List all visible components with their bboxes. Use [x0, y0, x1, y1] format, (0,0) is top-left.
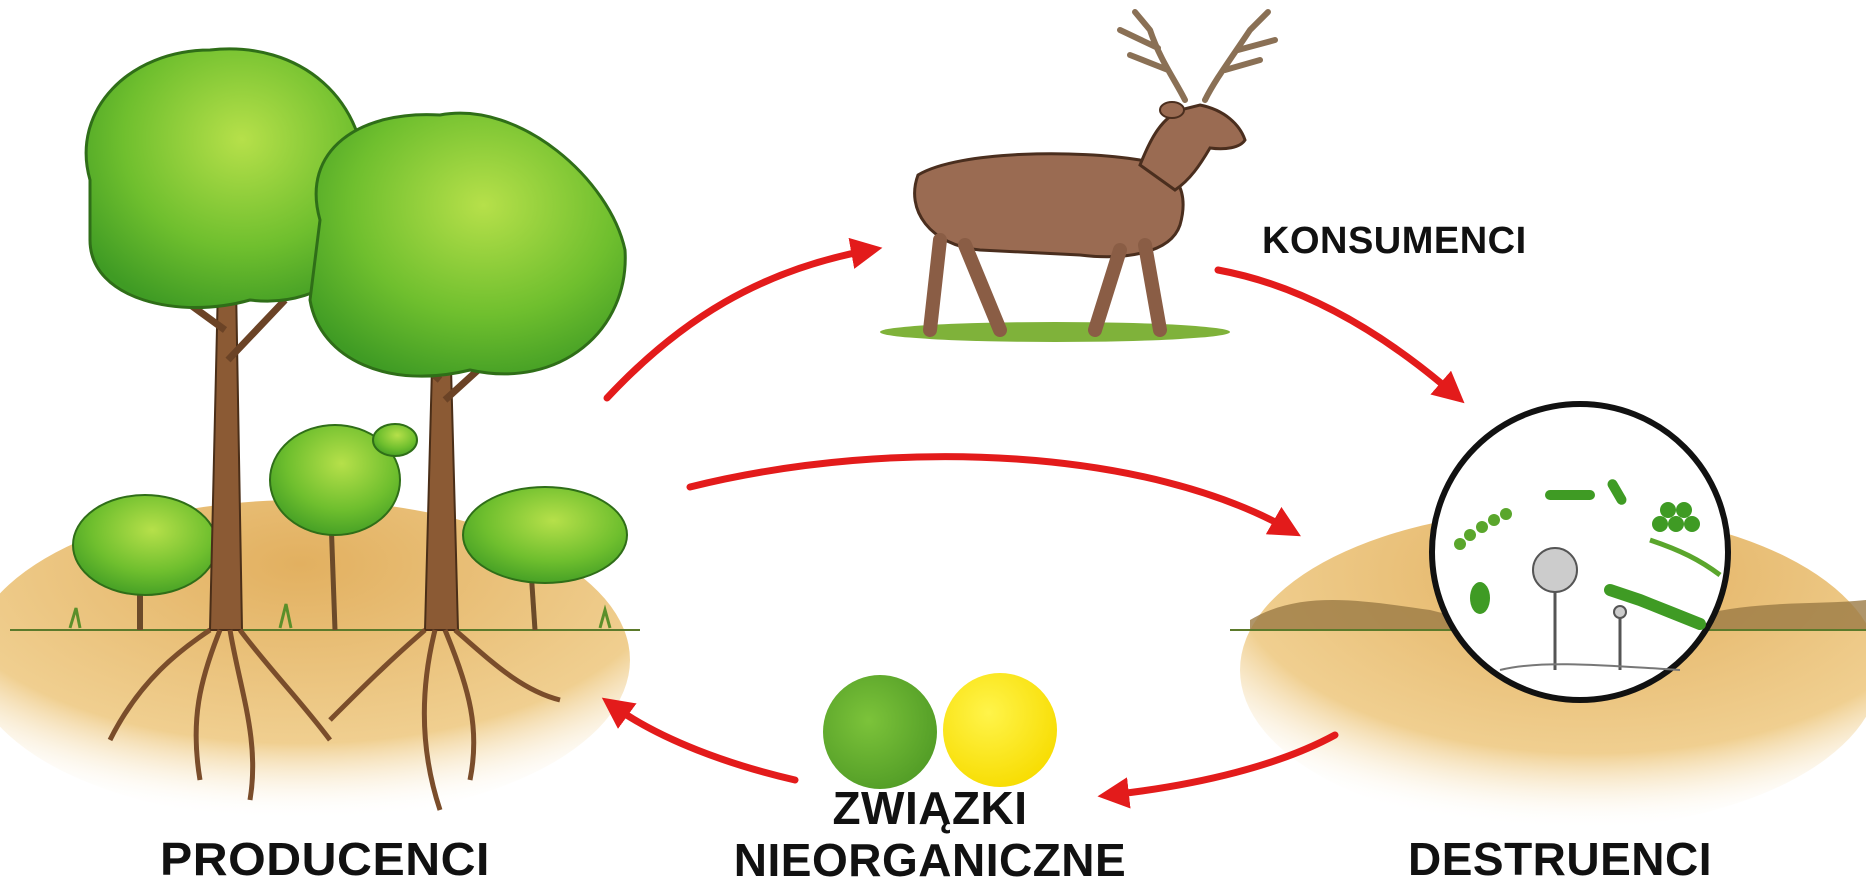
- arrow-producers-to-consumers: [607, 250, 870, 398]
- decomposers-label: DESTRUENCI: [1408, 836, 1712, 882]
- consumers-label: KONSUMENCI: [1262, 222, 1527, 260]
- arrow-consumers-to-decomposers: [1218, 270, 1455, 395]
- inorganic-label-line1: ZWIĄZKI: [700, 782, 1160, 834]
- arrow-compounds-to-producers: [612, 705, 795, 780]
- deer-illustration: [880, 12, 1275, 342]
- arrow-producers-to-decomposers: [690, 457, 1290, 530]
- decomposers-group: [1230, 404, 1866, 830]
- compound-green-circle: [823, 675, 937, 789]
- producers-group: [0, 49, 640, 820]
- inorganic-compounds-label: ZWIĄZKI NIEORGANICZNE: [700, 782, 1160, 886]
- inorganic-label-line2: NIEORGANICZNE: [700, 834, 1160, 886]
- compound-yellow-circle: [943, 673, 1057, 787]
- producers-label: PRODUCENCI: [160, 836, 490, 882]
- inorganic-compounds-icon: [823, 673, 1057, 789]
